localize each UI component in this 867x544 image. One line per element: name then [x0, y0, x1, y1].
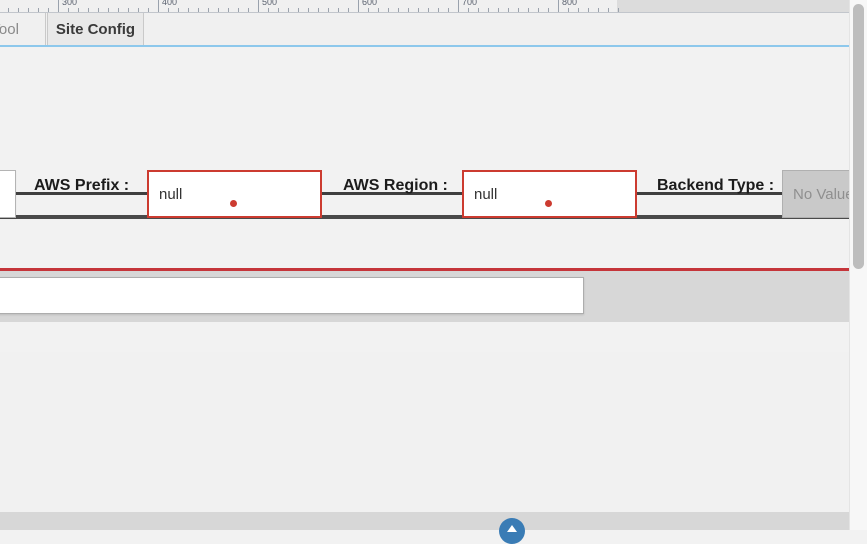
vertical-scrollbar[interactable]	[849, 0, 867, 530]
ruler-minor-tick	[118, 8, 119, 12]
band-red-rule	[0, 268, 867, 271]
band-light-strip	[0, 322, 867, 352]
aws-prefix-label: AWS Prefix :	[34, 177, 130, 194]
ruler-major-tick	[358, 0, 359, 12]
ruler-minor-tick	[478, 8, 479, 12]
info-badge-icon[interactable]	[499, 518, 525, 544]
ruler-minor-tick	[398, 8, 399, 12]
ruler-minor-tick	[68, 8, 69, 12]
ruler-minor-tick	[588, 8, 589, 12]
info-arrow-glyph	[507, 525, 517, 532]
tab-strip: y ToolSite Config	[0, 13, 867, 46]
ruler-minor-tick	[338, 8, 339, 12]
band-middle-panel	[0, 195, 867, 215]
ruler-minor-tick	[8, 8, 9, 12]
ruler-label: 500	[262, 0, 278, 7]
ruler-minor-tick	[438, 8, 439, 12]
ruler-label: 700	[462, 0, 478, 7]
ruler-minor-tick	[138, 8, 139, 12]
ruler-minor-tick	[348, 8, 349, 12]
aws-prefix-error-marker	[230, 200, 237, 207]
ruler-minor-tick	[268, 8, 269, 12]
ruler-major-tick	[458, 0, 459, 12]
ruler-minor-tick	[368, 8, 369, 12]
ruler-minor-tick	[428, 8, 429, 12]
ruler-minor-tick	[328, 8, 329, 12]
ruler-minor-tick	[98, 8, 99, 12]
ruler-minor-tick	[208, 8, 209, 12]
ruler-minor-tick	[378, 8, 379, 12]
ruler-minor-tick	[528, 8, 529, 12]
ruler-label: 300	[62, 0, 78, 7]
backend-type-label: Backend Type :	[657, 177, 775, 194]
ruler-inactive-region	[617, 0, 867, 12]
ruler-minor-tick	[408, 8, 409, 12]
ruler-minor-tick	[78, 8, 79, 12]
ruler-minor-tick	[578, 8, 579, 12]
band-upper-panel	[0, 192, 867, 195]
ruler-minor-tick	[418, 8, 419, 12]
ruler-minor-tick	[228, 8, 229, 12]
aws-region-label: AWS Region :	[343, 177, 448, 194]
backend-type-value: No Value	[793, 185, 854, 203]
ruler-minor-tick	[168, 8, 169, 12]
ruler-minor-tick	[38, 8, 39, 12]
ruler-label: 800	[562, 0, 578, 7]
ruler-minor-tick	[218, 8, 219, 12]
ruler-major-tick	[58, 0, 59, 12]
ruler-minor-tick	[488, 8, 489, 12]
ruler-minor-tick	[278, 8, 279, 12]
ruler-minor-tick	[188, 8, 189, 12]
ruler-minor-tick	[388, 8, 389, 12]
band-lower-rule	[0, 215, 867, 219]
ruler-minor-tick	[28, 8, 29, 12]
band-bottom-bar	[0, 512, 867, 530]
ruler-minor-tick	[608, 8, 609, 12]
ruler-minor-tick	[288, 8, 289, 12]
ruler-minor-tick	[518, 8, 519, 12]
ruler-minor-tick	[298, 8, 299, 12]
partial-left-field-input[interactable]	[0, 170, 16, 218]
band-footer-area	[0, 352, 867, 512]
ruler-label: 400	[162, 0, 178, 7]
ruler-minor-tick	[248, 8, 249, 12]
ruler-minor-tick	[318, 8, 319, 12]
aws-prefix-input[interactable]: null	[147, 170, 322, 218]
aws-prefix-value: null	[159, 185, 183, 203]
ruler-minor-tick	[448, 8, 449, 12]
ruler-major-tick	[258, 0, 259, 12]
ruler-minor-tick	[568, 8, 569, 12]
aws-region-value: null	[474, 185, 498, 203]
scrollbar-thumb[interactable]	[853, 4, 864, 269]
horizontal-ruler: 300 400 500 600 700 800	[0, 0, 867, 13]
ruler-minor-tick	[178, 8, 179, 12]
ruler-minor-tick	[598, 8, 599, 12]
ruler-major-tick	[558, 0, 559, 12]
ruler-minor-tick	[18, 8, 19, 12]
ruler-minor-tick	[618, 8, 619, 12]
ruler-minor-tick	[148, 8, 149, 12]
ruler-minor-tick	[238, 8, 239, 12]
ruler-minor-tick	[108, 8, 109, 12]
ruler-label: 600	[362, 0, 378, 7]
ruler-minor-tick	[508, 8, 509, 12]
aws-region-error-marker	[545, 200, 552, 207]
ruler-minor-tick	[468, 8, 469, 12]
tab-deploy-tool[interactable]: y Tool	[0, 13, 46, 46]
tab-active-underline	[0, 45, 867, 47]
ruler-major-tick	[158, 0, 159, 12]
config-form-row: AWS Prefix : null AWS Region : null Backend …	[0, 58, 867, 218]
config-text-input[interactable]	[0, 277, 584, 314]
tab-site-config[interactable]: Site Config	[47, 13, 144, 46]
ruler-minor-tick	[498, 8, 499, 12]
ruler-minor-tick	[538, 8, 539, 12]
ruler-minor-tick	[198, 8, 199, 12]
ruler-minor-tick	[48, 8, 49, 12]
ruler-minor-tick	[308, 8, 309, 12]
ruler-minor-tick	[88, 8, 89, 12]
ruler-minor-tick	[548, 8, 549, 12]
ruler-minor-tick	[128, 8, 129, 12]
band-content-area	[0, 219, 867, 268]
aws-region-input[interactable]: null	[462, 170, 637, 218]
